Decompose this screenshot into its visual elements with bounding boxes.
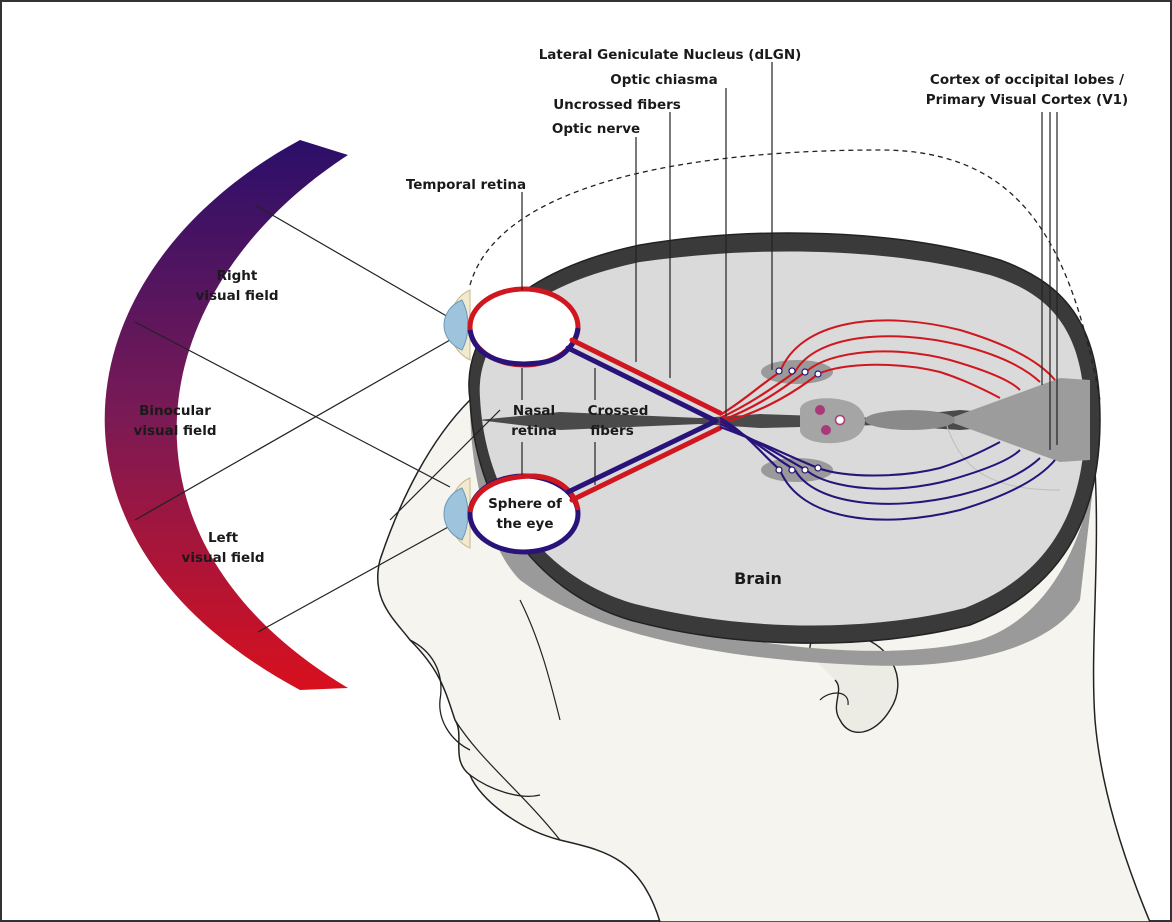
label-sphere-line2: the eye (496, 516, 553, 532)
label-nasal-line2: retina (511, 423, 557, 439)
nucleus-dot (815, 405, 825, 415)
label-optic-nerve: Optic nerve (552, 121, 640, 137)
label-left-field-line1: Left (208, 530, 239, 546)
right-eye (444, 289, 578, 365)
label-crossed-line2: fibers (590, 423, 634, 439)
label-optic-chiasma: Optic chiasma (610, 72, 718, 88)
label-binocular-line2: visual field (134, 423, 217, 439)
label-nasal-line1: Nasal (513, 403, 555, 419)
label-sphere-line1: Sphere of (488, 496, 562, 512)
thalamus (800, 398, 865, 443)
left-eye (444, 476, 578, 552)
label-left-field-line2: visual field (182, 550, 265, 566)
label-binocular-line1: Binocular (139, 403, 211, 419)
label-uncrossed-fibers: Uncrossed fibers (553, 97, 681, 113)
label-crossed-line1: Crossed (588, 403, 649, 419)
label-cortex-line1: Cortex of occipital lobes / (930, 72, 1124, 88)
label-right-field-line2: visual field (196, 288, 279, 304)
label-cortex-line2: Primary Visual Cortex (V1) (926, 92, 1128, 108)
nucleus-dot (836, 416, 845, 425)
label-lgn: Lateral Geniculate Nucleus (dLGN) (539, 47, 802, 63)
label-temporal-retina: Temporal retina (406, 177, 526, 193)
label-brain: Brain (734, 569, 782, 588)
nucleus-dot (821, 425, 831, 435)
label-right-field-line1: Right (217, 268, 258, 284)
midbrain-stalk (865, 410, 955, 430)
